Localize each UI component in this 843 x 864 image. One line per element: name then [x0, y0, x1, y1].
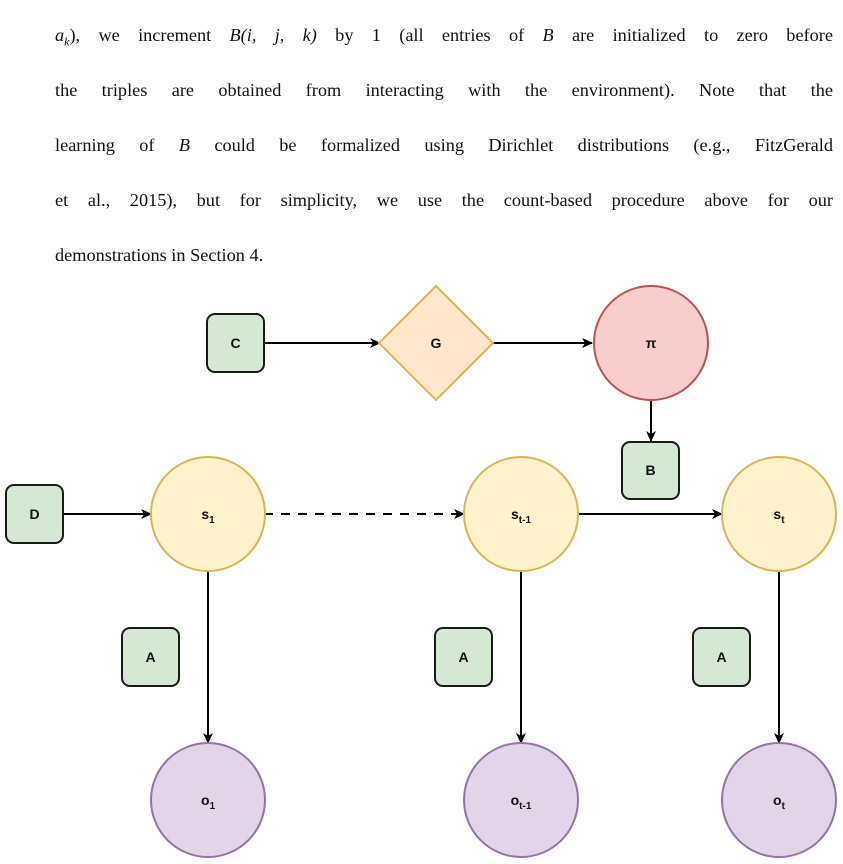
- node-d-label: D: [29, 506, 39, 522]
- math-B-ijk: B(i, j, k): [229, 25, 317, 45]
- node-st-1-label: st-1: [511, 506, 531, 526]
- math-B: B: [178, 135, 190, 155]
- node-g-label: G: [431, 335, 442, 351]
- node-pi-label: π: [646, 335, 657, 351]
- node-ot-1: ot-1: [463, 742, 579, 858]
- paragraph-line-3: learning of B could be formalized using …: [55, 135, 833, 155]
- node-st-1: st-1: [463, 456, 579, 572]
- paragraph-line-2: the triples are obtained from interactin…: [55, 80, 833, 100]
- node-o1: o1: [150, 742, 266, 858]
- node-a-2-label: A: [458, 649, 468, 665]
- node-s1-label: s1: [201, 506, 215, 526]
- node-s1: s1: [150, 456, 266, 572]
- node-b: B: [621, 441, 680, 500]
- node-d: D: [5, 484, 64, 544]
- node-a-3-label: A: [716, 649, 726, 665]
- node-ot: ot: [721, 742, 837, 858]
- node-b-label: B: [645, 462, 655, 478]
- math-a-k: ak: [55, 25, 70, 49]
- node-a-2: A: [434, 627, 493, 687]
- node-st: st: [721, 456, 837, 572]
- node-a-3: A: [692, 627, 751, 687]
- node-ot-1-label: ot-1: [511, 792, 532, 812]
- node-pi: π: [593, 285, 709, 401]
- node-g: G: [377, 284, 495, 402]
- node-a-1: A: [121, 627, 180, 687]
- node-ot-label: ot: [773, 792, 786, 812]
- node-o1-label: o1: [201, 792, 216, 812]
- paragraph-line-5: demonstrations in Section 4.: [55, 245, 264, 265]
- paragraph-line-1: ak), we increment B(i, j, k) by 1 (all e…: [55, 25, 833, 49]
- node-c: C: [206, 313, 265, 373]
- node-c-label: C: [230, 335, 240, 351]
- paragraph-line-4: et al., 2015), but for simplicity, we us…: [55, 190, 833, 210]
- body-paragraph: ak), we increment B(i, j, k) by 1 (all e…: [55, 8, 833, 283]
- node-st-label: st: [773, 506, 785, 526]
- node-a-1-label: A: [145, 649, 155, 665]
- math-B: B: [542, 25, 554, 45]
